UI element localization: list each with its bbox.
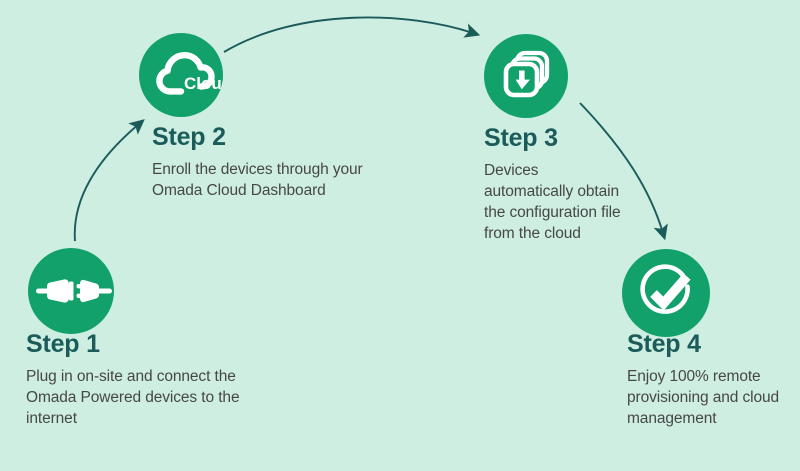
step-2-description: Enroll the devices through your Omada Cl… — [152, 161, 363, 199]
step-2-title: Step 2 — [152, 123, 226, 151]
plug-connector-icon — [36, 279, 112, 303]
step-3-title: Step 3 — [484, 124, 558, 152]
step-2-icon-badge: Cloud — [139, 33, 223, 117]
step-4-description: Enjoy 100% remote provisioning and cloud… — [627, 368, 780, 427]
step-4-icon-badge — [622, 249, 710, 337]
cloud-icon-label: Cloud — [184, 74, 223, 93]
cloud-icon: Cloud — [156, 52, 223, 95]
step-3-description: Devices automatically obtain the configu… — [484, 162, 621, 242]
step-1-description: Plug in on-site and connect the Omada Po… — [26, 368, 240, 427]
stacked-files-download-icon — [503, 50, 550, 98]
step-1-icon-badge — [28, 248, 114, 334]
arrow-step2-step3 — [223, 16, 481, 53]
step-3-icon-badge — [484, 34, 568, 118]
step-1-title: Step 1 — [26, 330, 100, 358]
arrow-step1-step2 — [73, 119, 145, 242]
check-circle-icon — [640, 264, 691, 314]
step-4-title: Step 4 — [627, 330, 701, 358]
